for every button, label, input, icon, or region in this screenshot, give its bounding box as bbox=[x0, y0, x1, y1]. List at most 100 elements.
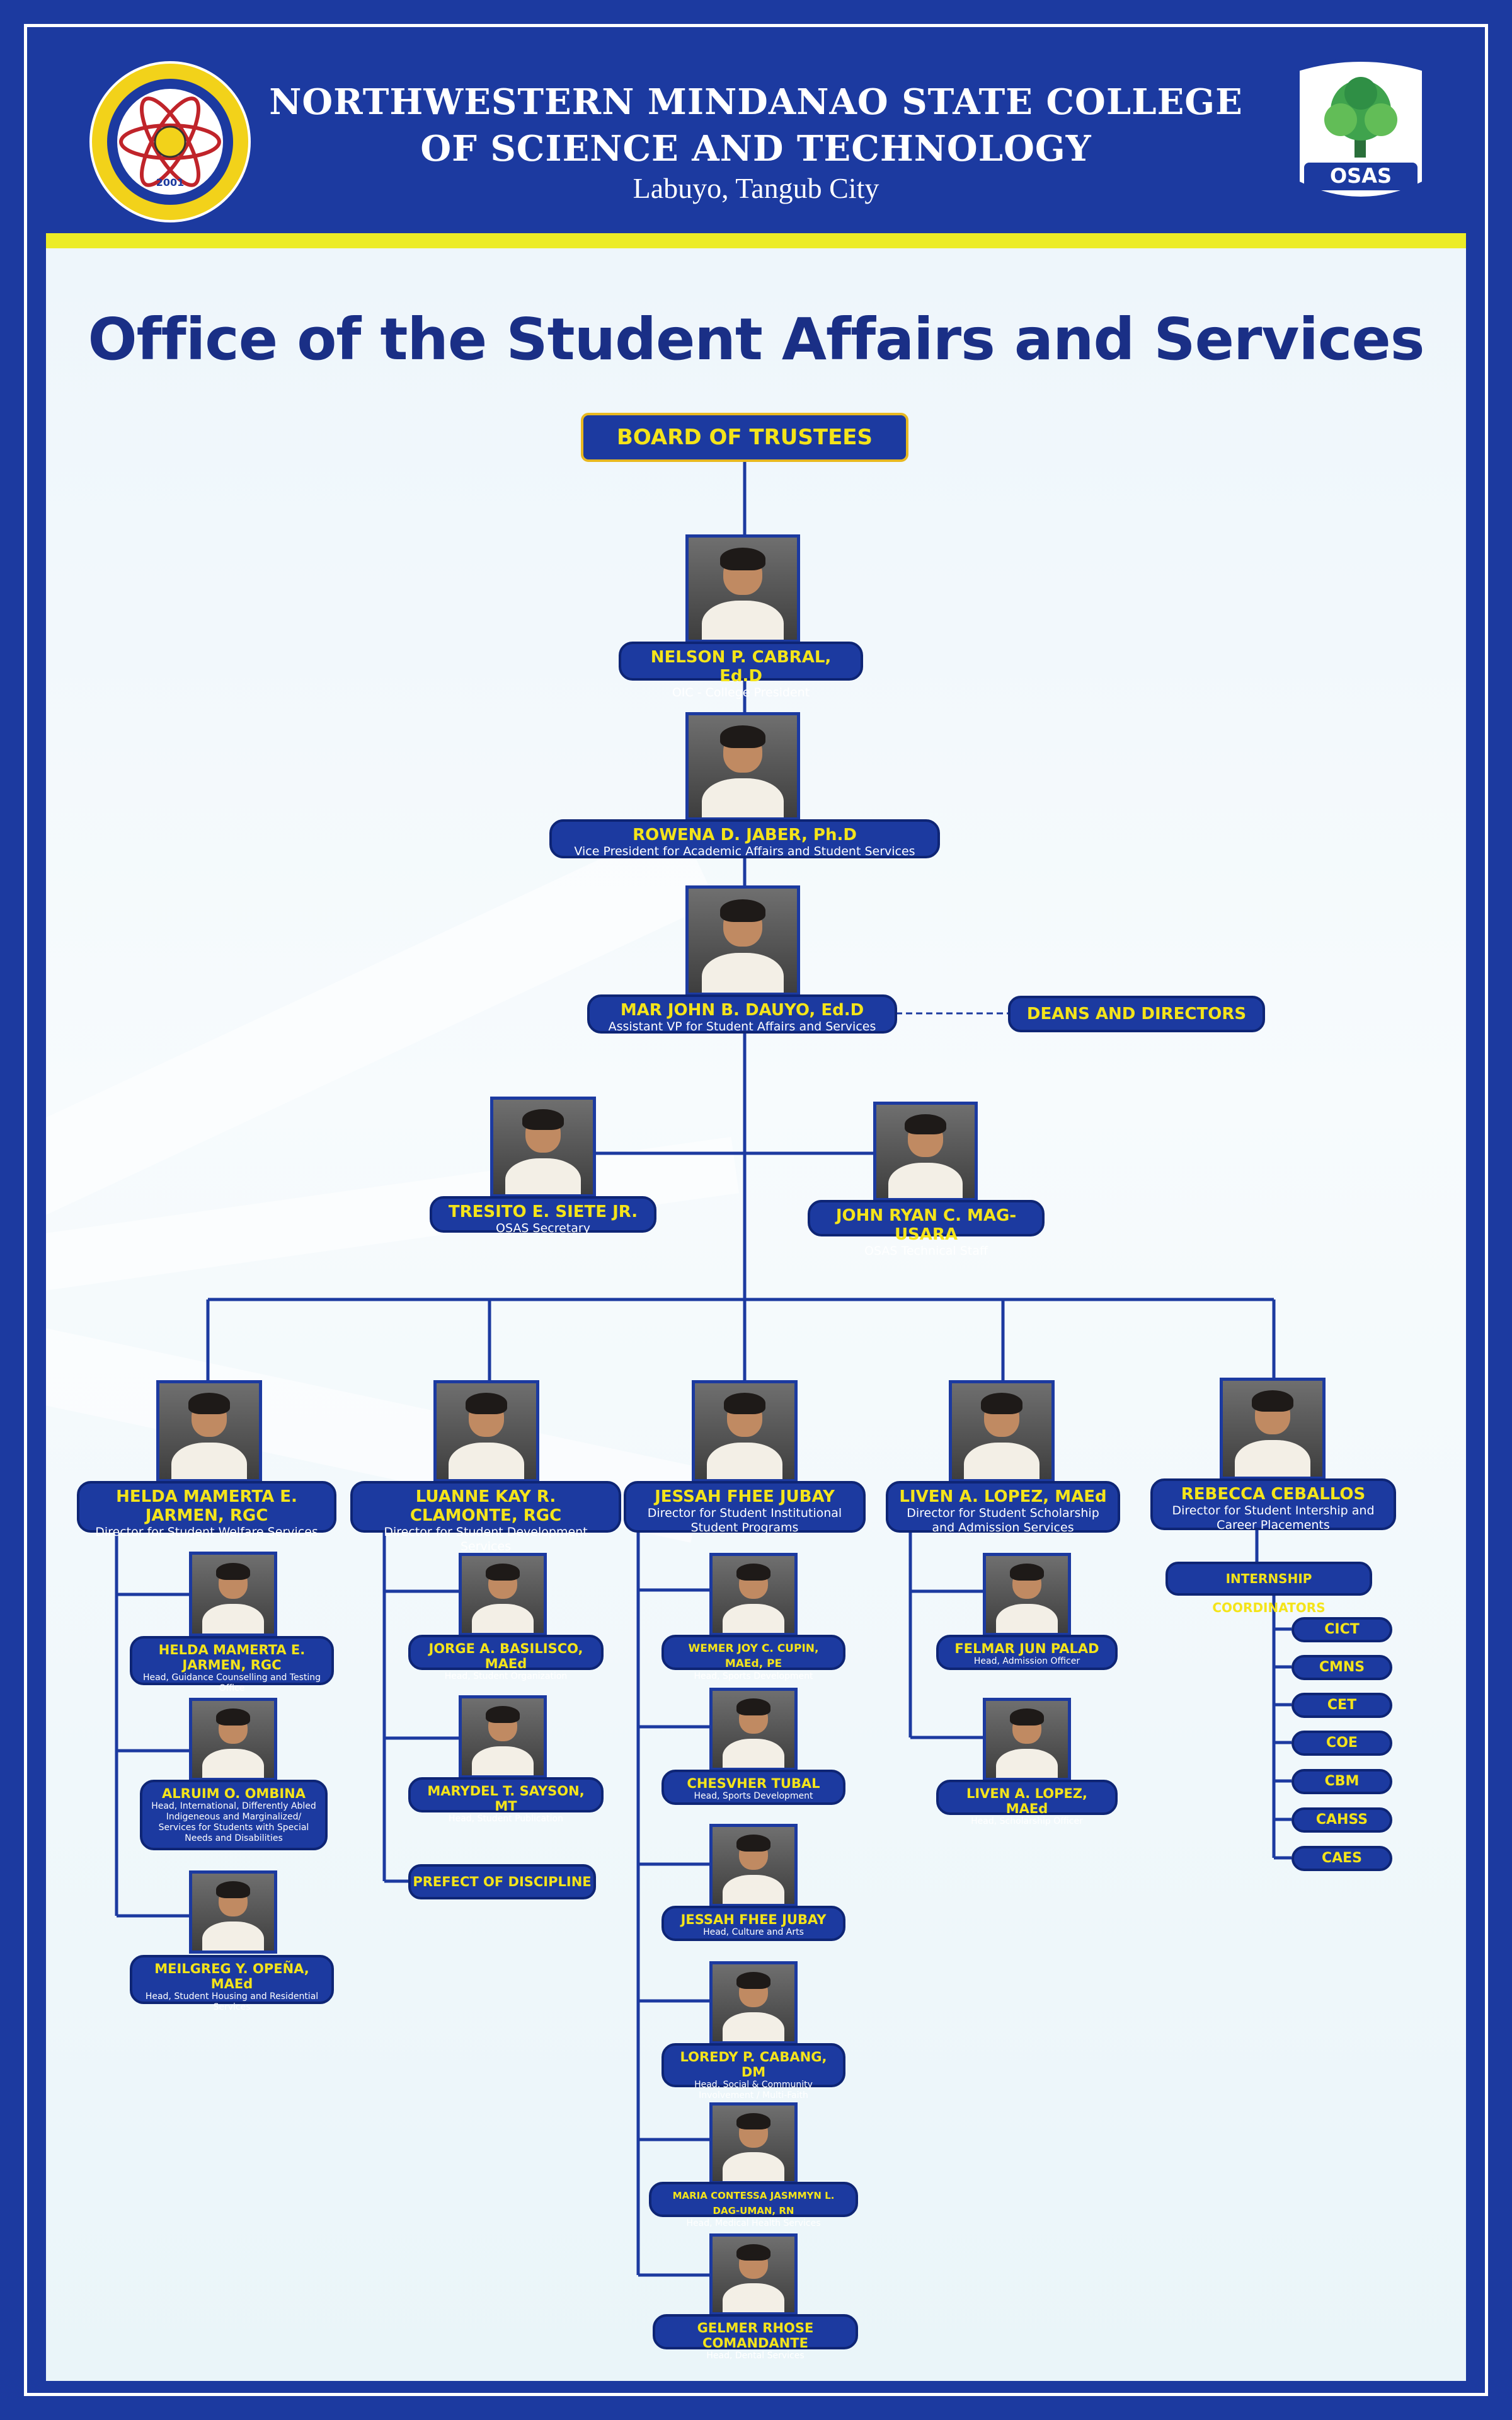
box-p2: CHESVHER TUBAL Head, Sports Development bbox=[662, 1770, 845, 1805]
vp-name: ROWENA D. JABER, Ph.D bbox=[633, 826, 857, 844]
tech-role: OSAS Technical Staff bbox=[864, 1244, 988, 1258]
box-dir1: HELDA MAMERTA E. JARMEN, RGC Director fo… bbox=[77, 1481, 336, 1539]
box-w1: HELDA MAMERTA E. JARMEN, RGC Head, Guida… bbox=[130, 1636, 334, 1693]
d2-name: MARYDEL T. SAYSON, MT bbox=[427, 1783, 585, 1814]
avp-name: MAR JOHN B. DAUYO, Ed.D bbox=[620, 1001, 864, 1020]
school-location: Labuyo, Tangub City bbox=[633, 172, 879, 204]
dir1-role: Director for Student Welfare Services bbox=[95, 1525, 318, 1539]
dir5-name: REBECCA CEBALLOS bbox=[1181, 1485, 1366, 1504]
photo-p1 bbox=[709, 1553, 798, 1636]
photo-dir2 bbox=[433, 1380, 539, 1482]
photo-p2 bbox=[709, 1688, 798, 1771]
photo-vp bbox=[685, 712, 800, 821]
dir3-name: JESSAH FHEE JUBAY bbox=[655, 1487, 835, 1506]
p5-role: Head, Medical Health Services bbox=[686, 2218, 821, 2228]
college-cmns: CMNS bbox=[1292, 1655, 1392, 1680]
prefect-of-discipline-box: PREFECT OF DISCIPLINE bbox=[408, 1864, 596, 1899]
secretary-name: TRESITO E. SIETE JR. bbox=[448, 1202, 638, 1221]
college-seal-logo: 2001 bbox=[89, 61, 251, 222]
p4-name: LOREDY P. CABANG, DM bbox=[680, 2049, 827, 2080]
secretary-role: OSAS Secretary bbox=[496, 1221, 590, 1235]
p6-name: GELMER RHOSE COMANDANTE bbox=[697, 2320, 814, 2351]
s1-role: Head, Admission Officer bbox=[973, 1656, 1080, 1666]
p3-name: JESSAH FHEE JUBAY bbox=[680, 1912, 827, 1927]
w1-role: Head, Guidance Counselling and Testing O… bbox=[142, 1673, 321, 1693]
dir2-role: Director for Student Development Service… bbox=[384, 1525, 588, 1553]
board-of-trustees-box: BOARD OF TRUSTEES bbox=[581, 413, 908, 462]
box-p4: LOREDY P. CABANG, DM Head, Social & Comm… bbox=[662, 2043, 845, 2100]
w1-name: HELDA MAMERTA E. JARMEN, RGC bbox=[158, 1642, 306, 1673]
w2-role: Head, International, Differently Abled I… bbox=[151, 1801, 316, 1843]
p3-role: Head, Culture and Arts bbox=[703, 1927, 804, 1937]
d2-role: Head, Student Publication bbox=[449, 1814, 563, 1824]
box-vp: ROWENA D. JABER, Ph.D Vice President for… bbox=[549, 819, 940, 858]
photo-p3 bbox=[709, 1824, 798, 1907]
w3-name: MEILGREG Y. OPEÑA, MAEd bbox=[154, 1961, 309, 1991]
school-name: NORTHWESTERN MINDANAO STATE COLLEGE OF S… bbox=[252, 79, 1260, 172]
box-president: NELSON P. CABRAL, Ed.D OIC - College Pre… bbox=[619, 642, 863, 700]
dir4-name: LIVEN A. LOPEZ, MAEd bbox=[899, 1487, 1107, 1506]
box-dir4: LIVEN A. LOPEZ, MAEd Director for Studen… bbox=[886, 1481, 1120, 1535]
college-caes: CAES bbox=[1292, 1846, 1392, 1871]
president-name: NELSON P. CABRAL, Ed.D bbox=[650, 648, 832, 686]
avp-role: Assistant VP for Student Affairs and Ser… bbox=[608, 1020, 876, 1034]
photo-president bbox=[685, 534, 800, 643]
photo-dir1 bbox=[156, 1380, 262, 1482]
p1-role: Head, Sports Development bbox=[694, 1671, 813, 1681]
seal-year-text: 2001 bbox=[156, 176, 185, 188]
photo-w1 bbox=[189, 1552, 277, 1637]
s2-role: Head, Scholarship Officer bbox=[971, 1816, 1083, 1826]
photo-w3 bbox=[189, 1870, 277, 1954]
photo-tech bbox=[873, 1102, 978, 1201]
vp-role: Vice President for Academic Affairs and … bbox=[574, 844, 915, 858]
photo-s1 bbox=[983, 1553, 1071, 1636]
w2-name: ALRUIM O. OMBINA bbox=[162, 1786, 306, 1801]
photo-secretary bbox=[490, 1097, 596, 1197]
box-w3: MEILGREG Y. OPEÑA, MAEd Head, Student Ho… bbox=[130, 1955, 334, 2012]
box-avp: MAR JOHN B. DAUYO, Ed.D Assistant VP for… bbox=[587, 994, 897, 1034]
box-s1: FELMAR JUN PALAD Head, Admission Officer bbox=[936, 1635, 1118, 1670]
photo-p4 bbox=[709, 1961, 798, 2044]
college-coe: COE bbox=[1292, 1731, 1392, 1756]
d1-name: JORGE A. BASILISCO, MAEd bbox=[428, 1641, 583, 1671]
president-role: OIC - College President bbox=[672, 686, 810, 700]
photo-d1 bbox=[459, 1553, 547, 1636]
deans-and-directors-box: DEANS AND DIRECTORS bbox=[1008, 996, 1265, 1032]
box-secretary: TRESITO E. SIETE JR. OSAS Secretary bbox=[430, 1196, 656, 1235]
p6-role: Head, Dental Services bbox=[706, 2351, 805, 2361]
s1-name: FELMAR JUN PALAD bbox=[954, 1641, 1099, 1656]
school-name-line2: OF SCIENCE AND TECHNOLOGY bbox=[420, 128, 1092, 170]
college-cahss: CAHSS bbox=[1292, 1807, 1392, 1833]
photo-p6 bbox=[709, 2233, 798, 2315]
box-p5: MARIA CONTESSA JASMMYN L. DAG-UMAN, RN H… bbox=[649, 2182, 858, 2228]
box-p6: GELMER RHOSE COMANDANTE Head, Dental Ser… bbox=[653, 2314, 858, 2361]
dir5-role: Director for Student Intership and Caree… bbox=[1172, 1504, 1375, 1532]
poster-frame bbox=[24, 24, 1488, 2396]
school-name-line1: NORTHWESTERN MINDANAO STATE COLLEGE bbox=[269, 81, 1243, 123]
s2-name: LIVEN A. LOPEZ, MAEd bbox=[966, 1786, 1088, 1816]
college-cict: CICT bbox=[1292, 1617, 1392, 1642]
internship-coordinators-box: INTERNSHIP COORDINATORS bbox=[1166, 1562, 1372, 1615]
photo-p5 bbox=[709, 2102, 798, 2184]
tech-name: JOHN RYAN C. MAG-USARA bbox=[835, 1206, 1017, 1244]
w3-role: Head, Student Housing and Residential Se… bbox=[145, 1991, 319, 2012]
p5-name: MARIA CONTESSA JASMMYN L. DAG-UMAN, RN bbox=[672, 2190, 835, 2216]
page-title: Office of the Student Affairs and Servic… bbox=[88, 306, 1424, 373]
osas-logo-text: OSAS bbox=[1330, 164, 1392, 188]
box-s2: LIVEN A. LOPEZ, MAEd Head, Scholarship O… bbox=[936, 1780, 1118, 1826]
header-band bbox=[44, 32, 1468, 233]
photo-d2 bbox=[459, 1695, 547, 1778]
p2-role: Head, Sports Development bbox=[694, 1791, 813, 1801]
box-w2: ALRUIM O. OMBINA Head, International, Di… bbox=[140, 1780, 328, 1850]
p4-role: Head, Social & Community Involvement / M… bbox=[694, 2080, 813, 2100]
dir2-name: LUANNE KAY R. CLAMONTE, RGC bbox=[410, 1487, 562, 1525]
dir4-role: Director for Student Scholarship and Adm… bbox=[907, 1506, 1099, 1535]
box-dir2: LUANNE KAY R. CLAMONTE, RGC Director for… bbox=[350, 1481, 621, 1553]
box-dir5: REBECCA CEBALLOS Director for Student In… bbox=[1150, 1478, 1396, 1532]
box-dir3: JESSAH FHEE JUBAY Director for Student I… bbox=[624, 1481, 866, 1535]
box-p1: WEMER JOY C. CUPIN, MAEd, PE Head, Sport… bbox=[662, 1635, 845, 1681]
box-d2: MARYDEL T. SAYSON, MT Head, Student Publ… bbox=[408, 1777, 604, 1824]
photo-avp bbox=[685, 885, 800, 996]
photo-dir5 bbox=[1220, 1378, 1326, 1480]
